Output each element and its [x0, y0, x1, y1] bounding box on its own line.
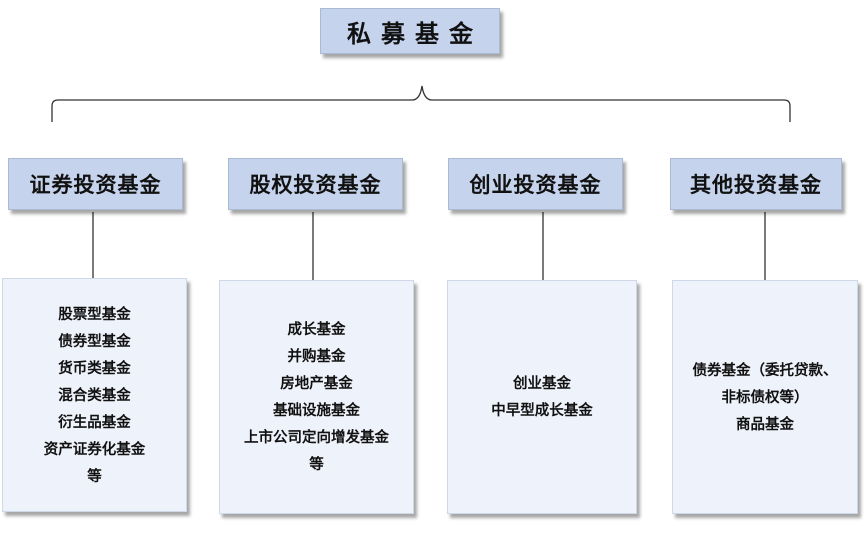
- list-item: 等: [87, 467, 102, 485]
- item-list: 创业基金 中早型成长基金: [491, 370, 593, 424]
- detail-box-venture: 创业基金 中早型成长基金: [447, 280, 637, 514]
- list-item: 成长基金: [287, 321, 346, 338]
- root-label: 私募基金: [347, 18, 483, 48]
- list-item: 债券型基金: [58, 332, 131, 350]
- category-venture-fund: 创业投资基金: [448, 158, 623, 210]
- detail-box-other: 债券基金（委托贷款、 非标债权等） 商品基金: [672, 280, 858, 514]
- item-list: 股票型基金 债券型基金 货币类基金 混合类基金 衍生品基金 资产证券化基金 等: [44, 301, 146, 490]
- list-item: 资产证券化基金: [43, 440, 146, 458]
- category-label: 其他投资基金: [690, 172, 822, 197]
- category-label: 股权投资基金: [249, 172, 382, 197]
- list-item: 非标债权等）: [721, 388, 809, 406]
- detail-box-securities: 股票型基金 债券型基金 货币类基金 混合类基金 衍生品基金 资产证券化基金 等: [2, 278, 187, 512]
- brace-connector: [51, 85, 791, 122]
- list-item: 房地产基金: [280, 375, 353, 392]
- list-item: 中早型成长基金: [491, 402, 593, 419]
- category-label: 创业投资基金: [469, 172, 602, 197]
- list-item: 等: [309, 456, 324, 473]
- list-item: 创业基金: [513, 375, 571, 392]
- list-item: 债券基金（委托贷款、: [692, 361, 838, 379]
- detail-box-equity: 成长基金 并购基金 房地产基金 基础设施基金 上市公司定向增发基金 等: [219, 280, 414, 514]
- category-label: 证券投资基金: [29, 172, 162, 197]
- item-list: 成长基金 并购基金 房地产基金 基础设施基金 上市公司定向增发基金 等: [244, 316, 389, 478]
- list-item: 货币类基金: [58, 359, 131, 377]
- category-securities-fund: 证券投资基金: [8, 158, 183, 210]
- list-item: 混合类基金: [58, 386, 131, 404]
- list-item: 基础设施基金: [273, 402, 360, 419]
- root-node-private-fund: 私募基金: [320, 8, 500, 54]
- list-item: 商品基金: [736, 415, 794, 433]
- category-other-fund: 其他投资基金: [670, 158, 842, 210]
- list-item: 并购基金: [287, 348, 346, 365]
- list-item: 股票型基金: [58, 305, 131, 323]
- category-equity-fund: 股权投资基金: [228, 158, 403, 210]
- list-item: 衍生品基金: [58, 413, 131, 431]
- item-list: 债券基金（委托贷款、 非标债权等） 商品基金: [693, 357, 838, 438]
- list-item: 上市公司定向增发基金: [244, 429, 389, 446]
